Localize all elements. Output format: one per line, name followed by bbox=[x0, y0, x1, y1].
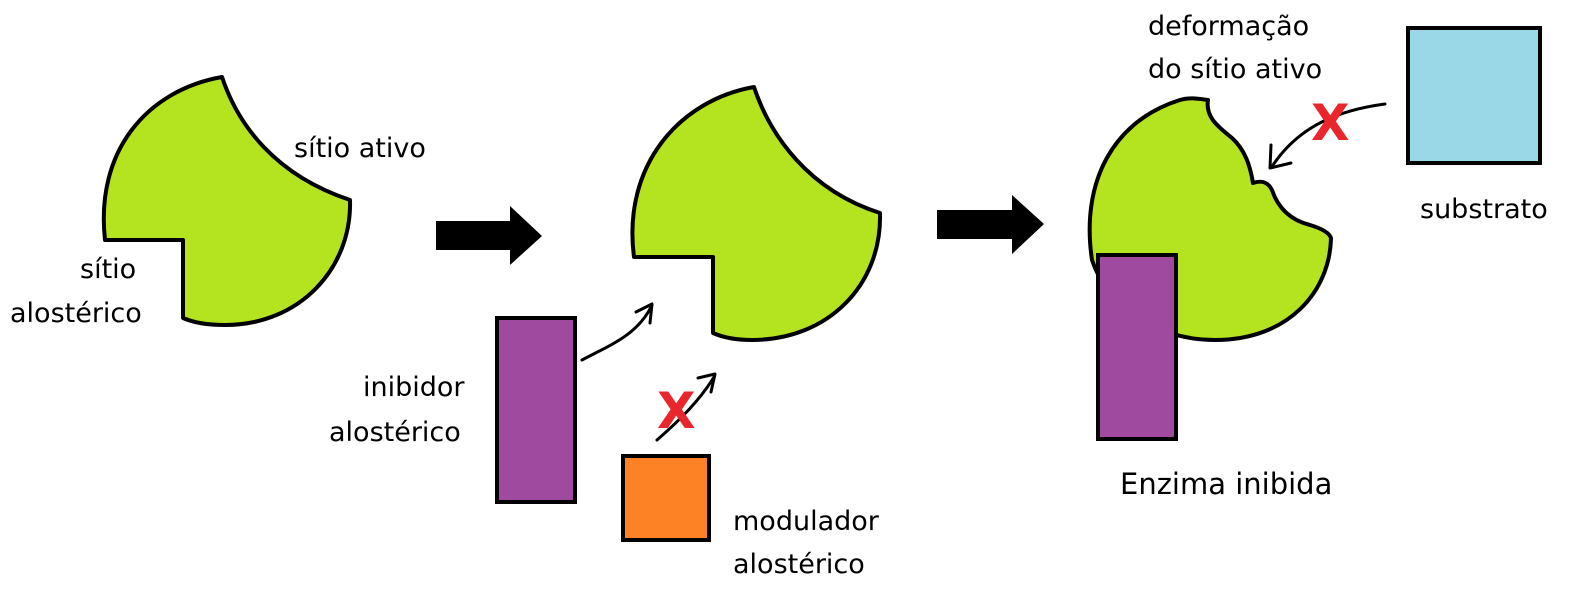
substrate-block bbox=[1406, 26, 1542, 165]
inhibited-enzyme-label: Enzima inibida bbox=[1120, 467, 1332, 501]
substrate-label: substrato bbox=[1420, 194, 1548, 225]
process-arrow-1 bbox=[436, 206, 542, 265]
substrate-binding-arrowhead bbox=[1268, 143, 1293, 170]
modulator-label-line1: modulador bbox=[733, 506, 880, 537]
deformation-label-line1: deformação bbox=[1148, 11, 1309, 42]
allosteric-site-label-line2: alostérico bbox=[10, 298, 142, 329]
inhibitor-label-line2: alostérico bbox=[329, 417, 461, 448]
allosteric-modulator-block bbox=[621, 454, 711, 542]
modulator-binding-arrowhead bbox=[696, 372, 717, 394]
enzyme-shape-1 bbox=[101, 75, 353, 327]
allosteric-site-label-line1: sítio bbox=[80, 254, 136, 285]
enzyme-stage-1 bbox=[101, 75, 353, 327]
substrate-blocked-mark: X bbox=[1311, 94, 1350, 152]
deformation-label-line2: do sítio ativo bbox=[1148, 54, 1322, 85]
allosteric-inhibitor-block bbox=[495, 316, 577, 504]
substrate-binding-arrow bbox=[1271, 102, 1387, 167]
modulator-blocked-mark: X bbox=[657, 382, 696, 440]
active-site-label: sítio ativo bbox=[294, 133, 426, 164]
inhibitor-binding-arrowhead bbox=[634, 302, 654, 325]
modulator-label-line2: alostérico bbox=[733, 549, 865, 580]
inhibitor-binding-arrow bbox=[580, 303, 654, 362]
bound-inhibitor-block bbox=[1096, 253, 1178, 441]
process-arrow-2 bbox=[937, 195, 1044, 254]
modulator-binding-arrow bbox=[655, 375, 716, 442]
enzyme-shape-2 bbox=[630, 85, 883, 342]
enzyme-stage-2 bbox=[630, 85, 883, 342]
inhibitor-label-line1: inibidor bbox=[363, 372, 465, 403]
